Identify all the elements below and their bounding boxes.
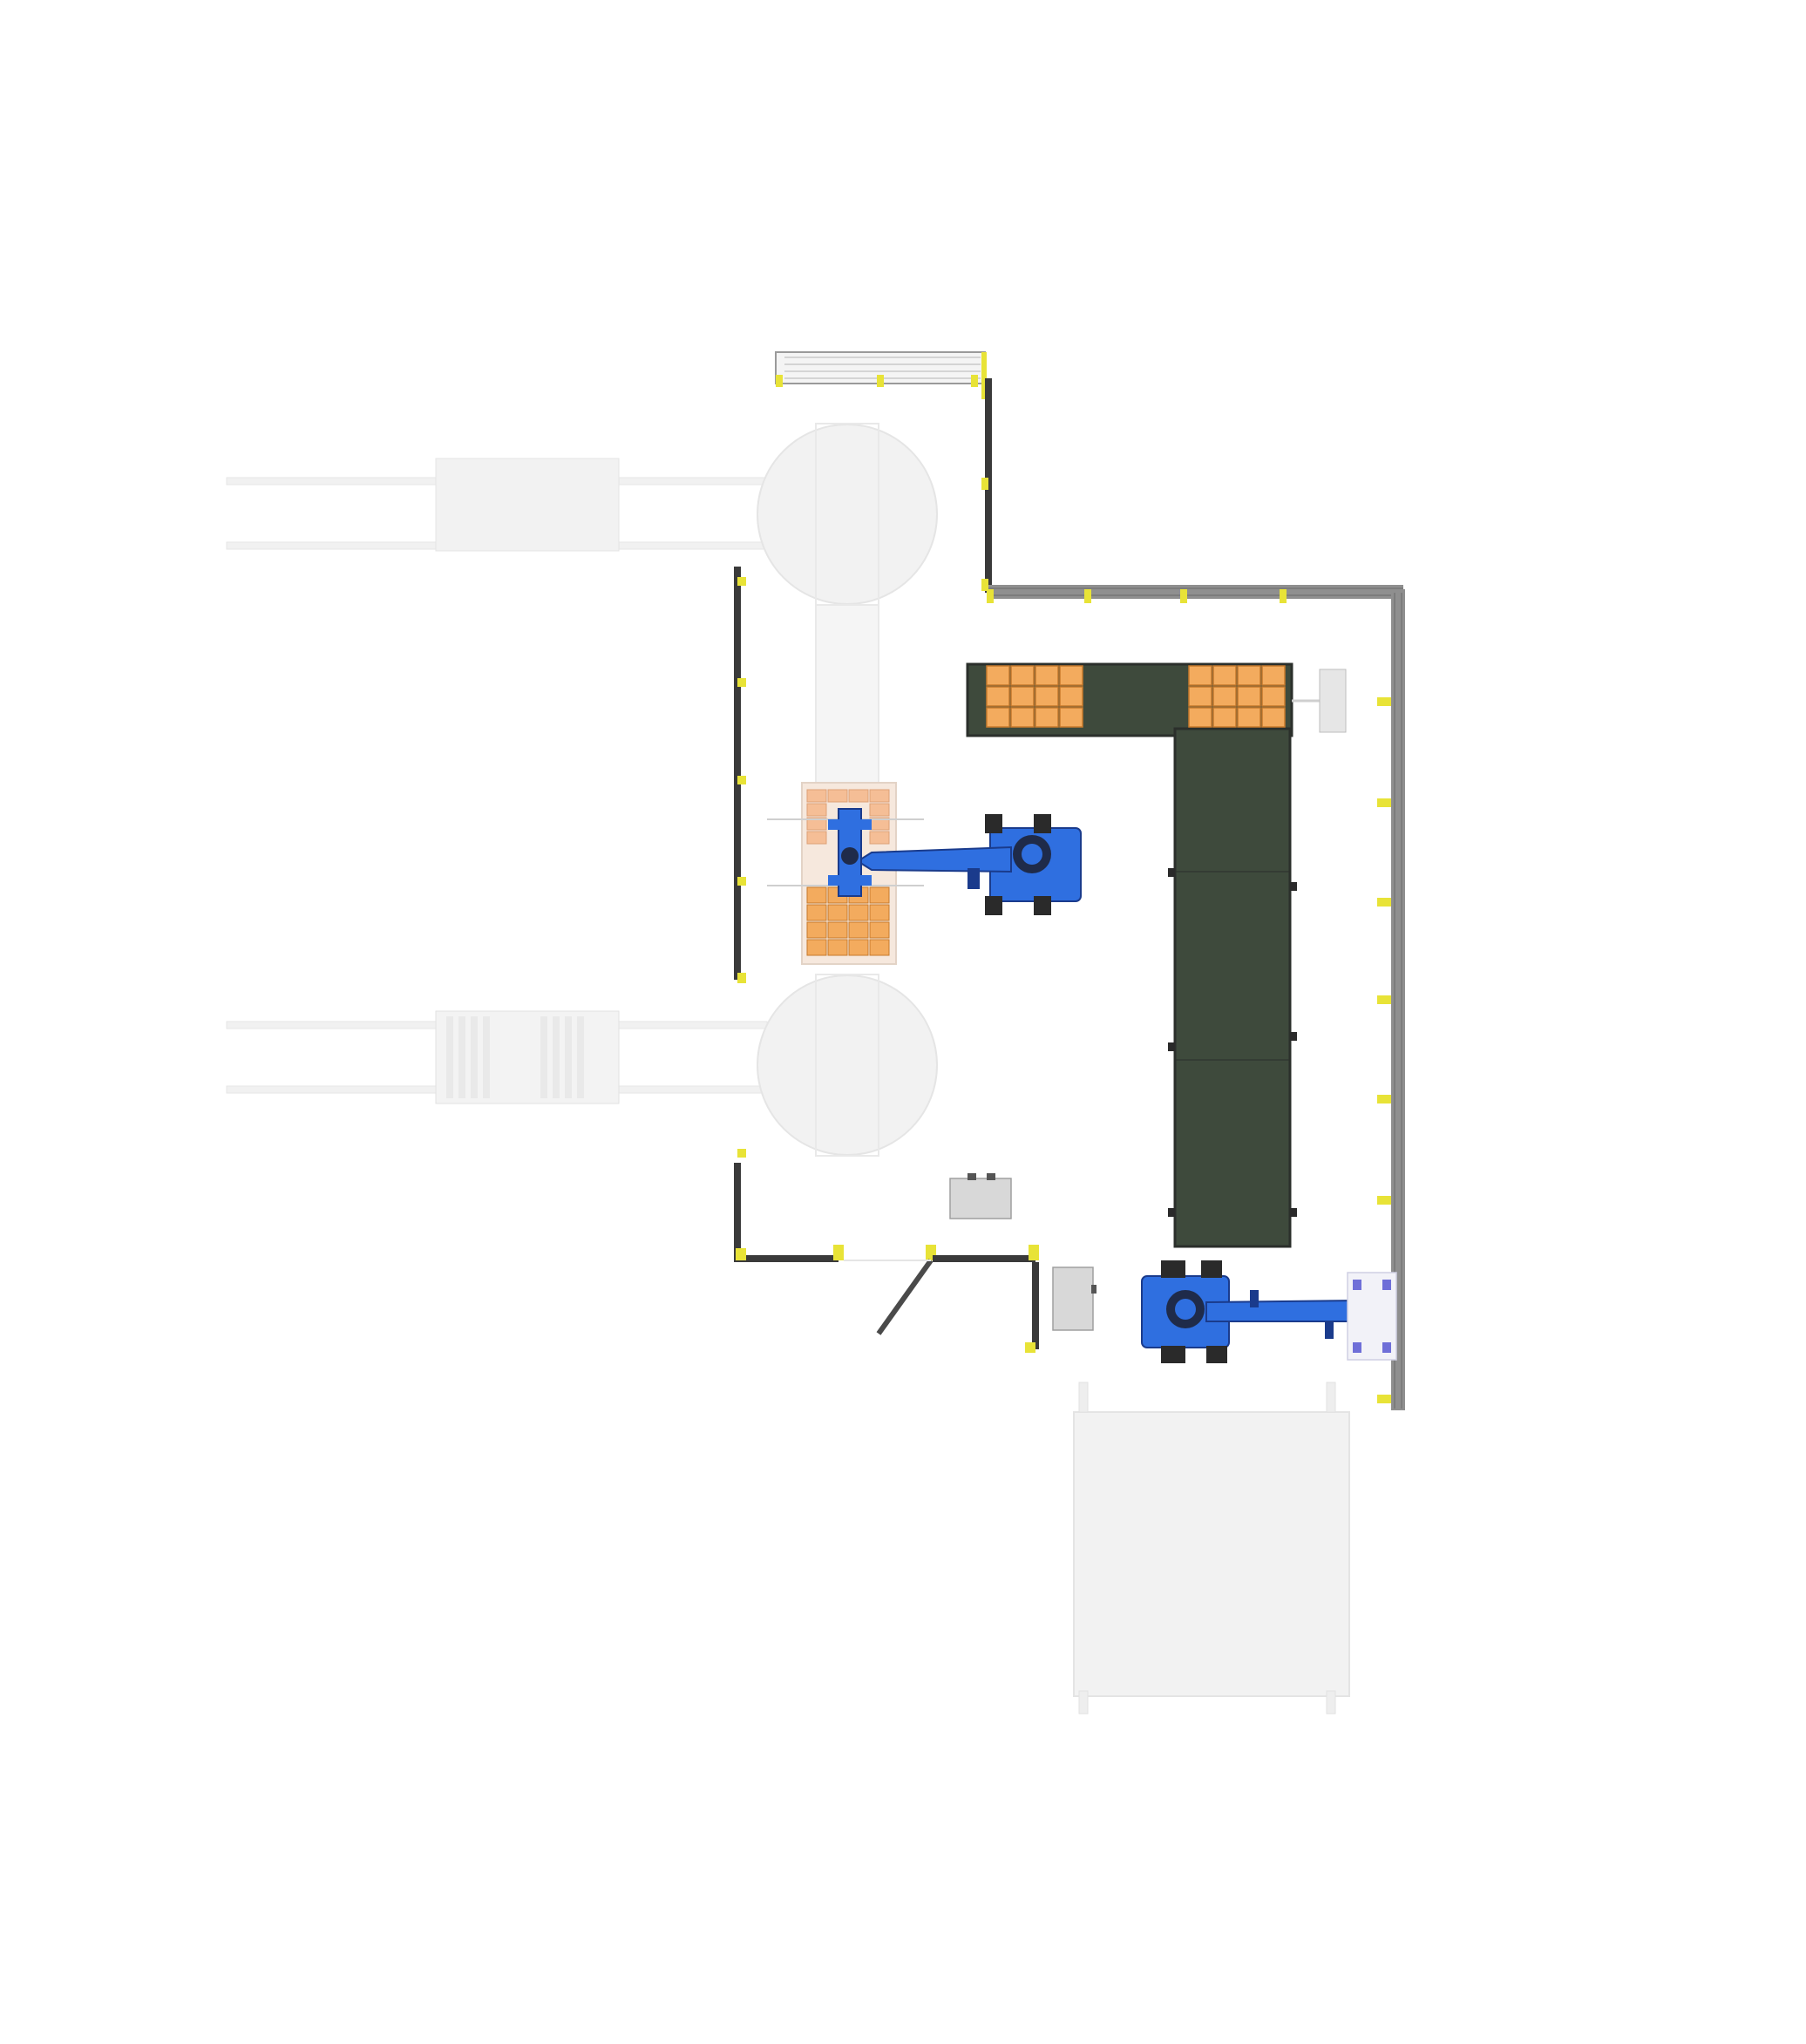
lower-infeed-conveyor-ghost: [226, 1010, 768, 1104]
safety-fence-top: [775, 351, 987, 399]
upper-turntable-ghost: [757, 423, 938, 606]
safety-fence-left-upper: [734, 567, 746, 983]
safety-fence-right-upper: [981, 378, 992, 593]
pallet-transfer-lane: [815, 604, 879, 789]
control-cabinet-1: [949, 1173, 1012, 1219]
safety-fence-left-lower: [734, 1149, 1039, 1353]
safety-fence-top-right: [987, 585, 1403, 603]
robot-arm-upper: [828, 808, 1082, 915]
robot-arm-icon: [828, 808, 1082, 915]
safety-fence-right-side: [1377, 589, 1405, 1410]
upper-infeed-conveyor-ghost: [226, 458, 768, 552]
pallet-dispenser: [1347, 1272, 1397, 1361]
outfeed-pallet-area-ghost: [1073, 1382, 1350, 1715]
carton-group-right: [1188, 665, 1286, 728]
control-cabinet-2: [1052, 1266, 1096, 1331]
stretch-wrapper-ghost: [435, 1010, 620, 1104]
pallet-cartons-upper: [806, 789, 890, 845]
carton-group-left: [986, 665, 1083, 728]
lower-turntable-ghost: [757, 974, 938, 1157]
access-gate: [844, 1259, 934, 1335]
conveyor-sensor-box: [1292, 669, 1347, 733]
main-conveyor: [966, 662, 1297, 1248]
